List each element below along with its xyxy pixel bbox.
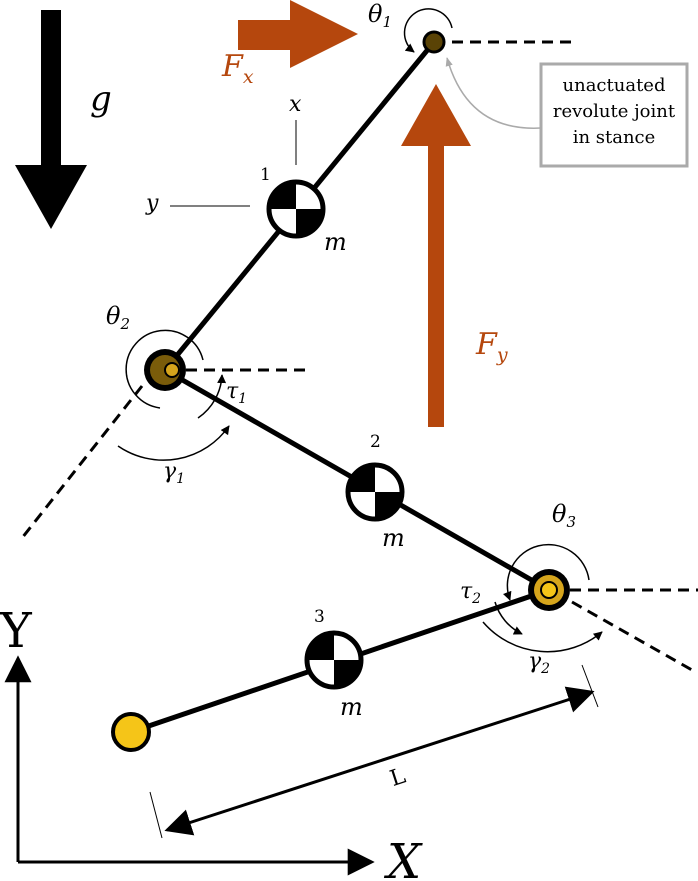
gamma-1-label: γ1 (163, 459, 185, 487)
foot-point (111, 712, 151, 752)
gamma-2-arc (482, 621, 603, 653)
annotation-box (539, 62, 689, 168)
gamma-1-arc (117, 425, 230, 461)
theta-2-arc (125, 329, 204, 409)
mass-3-index: 3 (314, 607, 325, 627)
mass-1-index: 1 (260, 165, 271, 185)
extension-line-link-1 (20, 385, 144, 539)
world-y-label: Y (0, 603, 33, 659)
extension-line-link-2 (571, 600, 693, 672)
gamma-2-label: γ2 (528, 649, 550, 677)
length-extension-left (149, 791, 163, 839)
force-x-arrow (238, 0, 358, 68)
theta-1-arc (403, 8, 453, 53)
annotation-line-2: revolute joint (553, 101, 676, 122)
joint-1 (422, 30, 446, 54)
theta-3-label: θ3 (552, 500, 576, 531)
tau-1-label: τ1 (226, 379, 247, 407)
tau-1-arc (197, 374, 227, 419)
tau-2-label: τ2 (460, 579, 481, 607)
tau-2-arc (494, 601, 523, 635)
length-extension-right (581, 664, 599, 708)
length-label: L (387, 764, 409, 792)
force-x-label: Fx (221, 49, 254, 88)
mass-3-symbol (304, 630, 364, 690)
annotation-line-1: unactuated (563, 75, 666, 96)
force-y-label: Fy (475, 327, 508, 366)
length-dimension-arrow (164, 686, 595, 836)
theta-3-arc (502, 543, 590, 601)
local-x-label: x (289, 92, 302, 117)
mass-3-label: m (340, 693, 363, 721)
joint-2 (144, 349, 186, 391)
gravity-arrow (15, 10, 87, 229)
mass-2-label: m (382, 524, 405, 552)
joint-3 (528, 569, 570, 611)
world-x-label: X (383, 834, 423, 881)
local-y-label: y (145, 191, 159, 216)
mass-2-symbol (345, 462, 405, 522)
theta-2-label: θ2 (106, 302, 130, 333)
mass-1-symbol (266, 179, 326, 239)
gravity-label: g (90, 79, 112, 119)
annotation-line-3: in stance (573, 127, 656, 148)
mass-2-index: 2 (370, 432, 381, 452)
force-y-arrow (401, 84, 471, 427)
mass-1-label: m (324, 228, 347, 256)
annotation-pointer (445, 57, 542, 129)
theta-1-label: θ1 (368, 0, 392, 31)
